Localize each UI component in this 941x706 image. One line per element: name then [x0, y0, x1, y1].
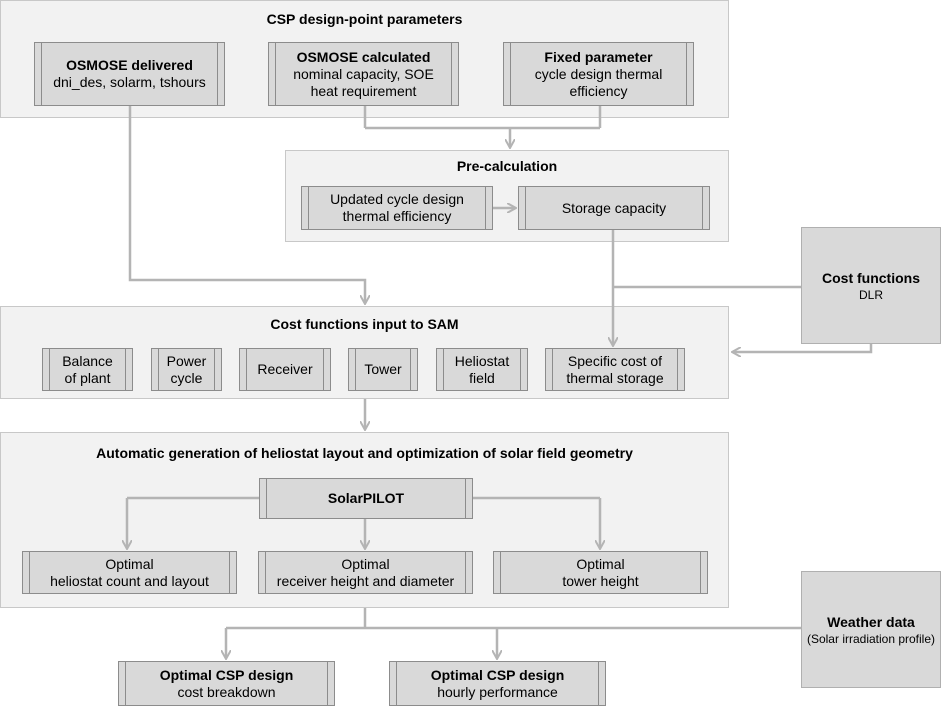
- updated-efficiency-line2: thermal efficiency: [342, 208, 452, 224]
- osmose-delivered-text: dni_des, solarm, tshours: [53, 74, 206, 90]
- solarpilot-box: SolarPILOT: [259, 478, 473, 519]
- cost-item-line1: Specific cost of: [567, 352, 663, 369]
- cost-item-line1: Balance: [62, 352, 113, 369]
- osmose-calculated-title: OSMOSE calculated: [296, 48, 431, 65]
- weather-data-subtitle: (Solar irradiation profile): [806, 631, 936, 646]
- osmose-delivered-title: OSMOSE delivered: [66, 57, 193, 73]
- cost-functions-dlr-box: Cost functions DLR: [801, 227, 941, 344]
- optimal-output-line2: heliostat count and layout: [50, 572, 209, 589]
- cost-item-line2: of plant: [64, 369, 111, 386]
- cost-functions-title: Cost functions: [822, 269, 920, 286]
- fixed-parameter-box: Fixed parameter cycle design thermal eff…: [503, 42, 694, 106]
- osmose-delivered-box: OSMOSE delivered dni_des, solarm, tshour…: [34, 42, 225, 106]
- cost-functions-subtitle: DLR: [858, 287, 883, 302]
- updated-efficiency-line1: Updated cycle design: [330, 191, 464, 207]
- fixed-parameter-line1: cycle design thermal: [534, 65, 663, 82]
- arrow-delivered-to-cost-inputs: [128, 106, 365, 303]
- cost-item-line1: Heliostat: [454, 352, 510, 369]
- result-subtitle: hourly performance: [437, 683, 558, 700]
- design-point-title: CSP design-point parameters: [266, 11, 463, 27]
- fixed-parameter-title: Fixed parameter: [544, 48, 653, 65]
- optimal-output-line2: tower height: [562, 572, 639, 589]
- optimal-output-line1: Optimal: [105, 555, 154, 572]
- cost-item-power-cycle: Power cycle: [151, 348, 222, 391]
- optimization-title: Automatic generation of heliostat layout…: [96, 445, 633, 461]
- optimal-receiver-box: Optimal receiver height and diameter: [258, 551, 473, 594]
- storage-capacity-label: Storage capacity: [561, 199, 667, 216]
- optimal-output-line2: receiver height and diameter: [276, 572, 455, 589]
- updated-efficiency-box: Updated cycle design thermal efficiency: [301, 186, 493, 230]
- cost-inputs-title: Cost functions input to SAM: [270, 316, 459, 332]
- cost-item-line1: Receiver: [257, 361, 313, 377]
- optimal-output-line1: Optimal: [341, 555, 390, 572]
- cost-item-line2: field: [469, 369, 495, 386]
- arrow-dlr-to-cost-panel: [733, 344, 873, 352]
- optimal-tower-box: Optimal tower height: [493, 551, 708, 594]
- cost-item-line2: cycle: [170, 369, 203, 386]
- cost-item-heliostat-field: Heliostat field: [436, 348, 528, 391]
- weather-data-title: Weather data: [827, 613, 915, 630]
- cost-item-thermal-storage: Specific cost of thermal storage: [545, 348, 685, 391]
- fixed-parameter-line2: efficiency: [569, 82, 628, 99]
- result-subtitle: cost breakdown: [177, 683, 276, 700]
- cost-item-tower: Tower: [348, 348, 418, 391]
- weather-data-box: Weather data (Solar irradiation profile): [801, 571, 941, 688]
- solarpilot-label: SolarPILOT: [327, 490, 405, 506]
- osmose-calculated-box: OSMOSE calculated nominal capacity, SOE …: [268, 42, 459, 106]
- optimal-heliostat-box: Optimal heliostat count and layout: [22, 551, 237, 594]
- result-title: Optimal CSP design: [430, 666, 565, 683]
- osmose-calculated-line1: nominal capacity, SOE: [293, 65, 434, 82]
- storage-capacity-box: Storage capacity: [518, 186, 710, 230]
- cost-item-balance-of-plant: Balance of plant: [42, 348, 133, 391]
- cost-item-receiver: Receiver: [239, 348, 331, 391]
- cost-item-line1: Tower: [364, 361, 402, 377]
- optimal-output-line1: Optimal: [576, 555, 625, 572]
- osmose-calculated-line2: heat requirement: [310, 82, 417, 99]
- cost-item-line2: thermal storage: [566, 369, 664, 386]
- result-title: Optimal CSP design: [159, 666, 294, 683]
- result-hourly-performance-box: Optimal CSP design hourly performance: [389, 661, 606, 706]
- result-cost-breakdown-box: Optimal CSP design cost breakdown: [118, 661, 335, 706]
- precalc-title: Pre-calculation: [456, 158, 558, 174]
- cost-item-line1: Power: [166, 352, 207, 369]
